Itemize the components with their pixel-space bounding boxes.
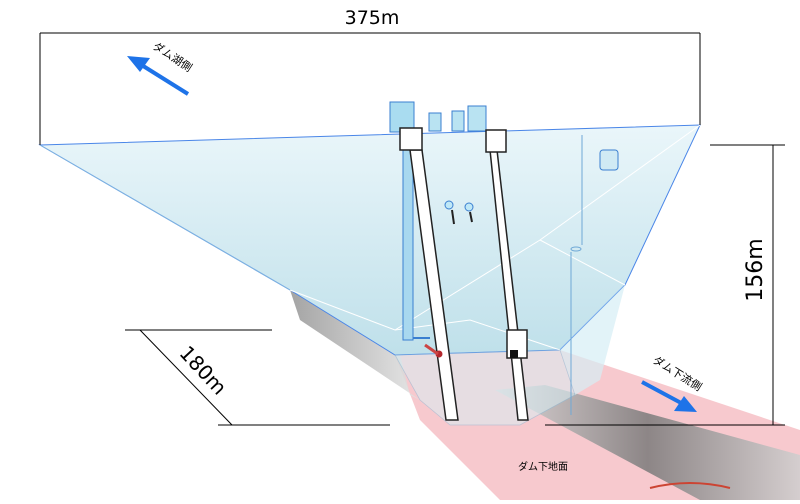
crest-structures — [389, 101, 619, 171]
dam-base-shadow — [290, 290, 420, 400]
depth-label: 180m — [175, 341, 232, 400]
upstream-arrow — [127, 56, 190, 96]
crest-width-dimension — [39, 32, 701, 145]
upstream-label: ダム湖側 — [150, 39, 195, 75]
downstream-arrow — [641, 380, 697, 412]
inner-plumb-line — [570, 135, 583, 415]
crest-width-label: 375m — [345, 7, 400, 29]
depth-dimension — [125, 329, 390, 426]
height-label: 156m — [743, 238, 768, 301]
inspection-gauges — [444, 200, 474, 225]
inclined-shaft-left — [399, 127, 459, 421]
height-dimension — [545, 144, 785, 426]
ground-label: ダム下地面 — [518, 460, 568, 473]
inclined-shaft-right — [485, 129, 529, 421]
